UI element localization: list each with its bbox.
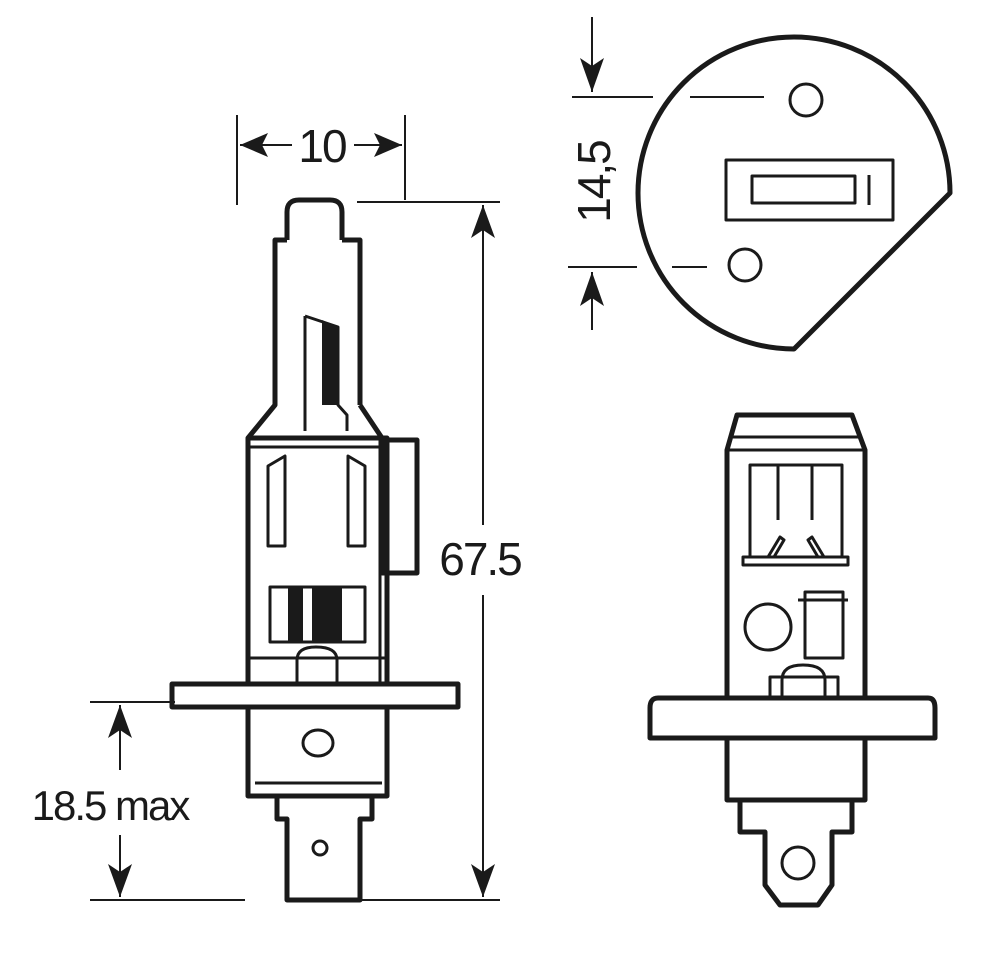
side-tab bbox=[379, 437, 420, 576]
contact-circle bbox=[743, 602, 793, 652]
flange bbox=[169, 681, 461, 710]
connector-inner bbox=[750, 174, 857, 205]
contact-bump bbox=[295, 645, 339, 684]
base-outline bbox=[635, 34, 953, 352]
pin-spacing-label: 14,5 bbox=[568, 141, 620, 223]
window-slit-right bbox=[346, 454, 367, 548]
lower-body bbox=[245, 707, 390, 799]
filament-shadow bbox=[322, 320, 338, 405]
dimension-width: 10 bbox=[236, 115, 406, 205]
arrow-down-icon bbox=[471, 864, 495, 897]
filament-frame bbox=[748, 463, 844, 557]
plug bbox=[274, 796, 375, 903]
bulb-tip bbox=[284, 197, 345, 240]
pin-hole bbox=[788, 82, 824, 118]
glass-tube bbox=[245, 237, 385, 684]
plug-hole bbox=[780, 845, 816, 881]
width-label: 10 bbox=[298, 120, 346, 172]
arrow-left-icon bbox=[240, 133, 268, 157]
plug-hole bbox=[311, 839, 329, 857]
front-body bbox=[724, 412, 868, 698]
dimension-pin-spacing: 14,5 bbox=[568, 17, 764, 330]
filament-leg bbox=[806, 535, 826, 558]
contact-bump bbox=[768, 663, 840, 698]
base-label: 18.5 max bbox=[32, 782, 191, 829]
flange bbox=[647, 695, 938, 741]
bulb-top-view bbox=[635, 34, 953, 352]
filament-bar bbox=[741, 555, 850, 567]
stripe bbox=[312, 587, 342, 642]
window-slit-left bbox=[266, 454, 287, 548]
connector-outer bbox=[724, 158, 895, 222]
bulb-side-view bbox=[169, 197, 461, 903]
filament-leg bbox=[766, 535, 786, 558]
arrow-down-icon bbox=[108, 864, 132, 897]
hole bbox=[301, 728, 335, 758]
arrow-down-icon bbox=[580, 58, 604, 92]
pin-hole bbox=[727, 247, 763, 283]
height-label: 67.5 bbox=[439, 533, 521, 585]
contact-block bbox=[803, 590, 845, 660]
plug bbox=[737, 800, 855, 908]
lower-body bbox=[724, 738, 868, 803]
dimension-base: 18.5 max bbox=[32, 701, 245, 901]
dimension-height: 67.5 bbox=[357, 201, 523, 901]
bulb-front-view bbox=[647, 412, 938, 908]
stripe bbox=[288, 587, 303, 642]
arrow-right-icon bbox=[374, 133, 402, 157]
arrow-up-icon bbox=[471, 205, 495, 238]
arrow-up-icon bbox=[108, 705, 132, 738]
arrow-up-icon bbox=[580, 272, 604, 306]
